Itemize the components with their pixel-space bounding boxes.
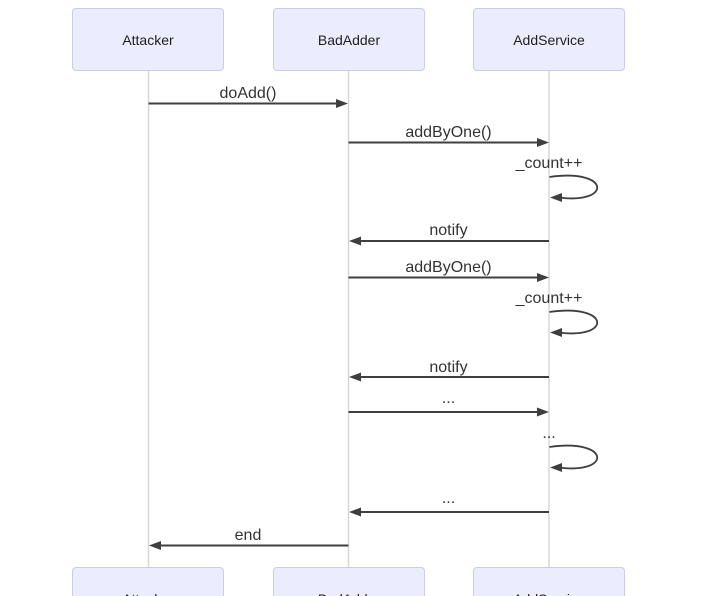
- actor-label: AddService: [513, 591, 585, 596]
- selfloop-count-1: [549, 174, 599, 200]
- message-label-dots-left: ...: [441, 490, 456, 507]
- message-label-addbyone-1: addByOne(): [405, 124, 492, 141]
- actor-bottom-badadder: BadAdder: [273, 567, 425, 596]
- arrowhead-dots-right: [537, 407, 549, 417]
- actor-label: BadAdder: [318, 591, 380, 596]
- message-label-notify-1: notify: [429, 222, 468, 239]
- actor-top-addservice: AddService: [473, 8, 625, 71]
- message-label-dots-loop: ...: [542, 425, 556, 442]
- self-loops: [549, 174, 599, 472]
- arrowhead-selfloop-1: [550, 193, 562, 202]
- actor-top-attacker: Attacker: [72, 8, 224, 71]
- selfloop-dots: [549, 444, 599, 470]
- arrowhead-end: [149, 541, 161, 550]
- lifelines: [147, 71, 550, 567]
- arrowhead-notify-2: [349, 372, 361, 382]
- message-label-end: end: [234, 527, 262, 544]
- arrowhead-selfloop-2: [550, 328, 562, 337]
- message-label-notify-2: notify: [429, 359, 468, 376]
- arrowhead-notify-1: [349, 236, 361, 246]
- message-label-dots-right: ...: [441, 390, 456, 407]
- arrowhead-selfloop-dots: [550, 463, 562, 472]
- message-label-doadd: doAdd(): [219, 85, 277, 102]
- message-label-count-1: _count++: [515, 155, 583, 172]
- actor-label: AddService: [513, 31, 585, 48]
- actor-label: Attacker: [122, 31, 174, 48]
- selfloop-count-2: [549, 309, 599, 335]
- message-label-addbyone-2: addByOne(): [405, 259, 492, 276]
- actor-label: BadAdder: [317, 31, 381, 48]
- arrowhead-addbyone-1: [537, 138, 549, 147]
- arrowhead-addbyone-2: [537, 273, 549, 282]
- actor-bottom-attacker: Attacker: [72, 567, 224, 596]
- actor-top-badadder: BadAdder: [273, 8, 425, 71]
- message-arrows: [148, 99, 549, 550]
- actor-bottom-addservice: AddService: [473, 567, 625, 596]
- arrowhead-dots-left: [349, 507, 361, 517]
- message-label-count-2: _count++: [515, 290, 583, 307]
- actor-label: Attacker: [122, 591, 173, 596]
- arrowhead-doadd: [336, 99, 348, 108]
